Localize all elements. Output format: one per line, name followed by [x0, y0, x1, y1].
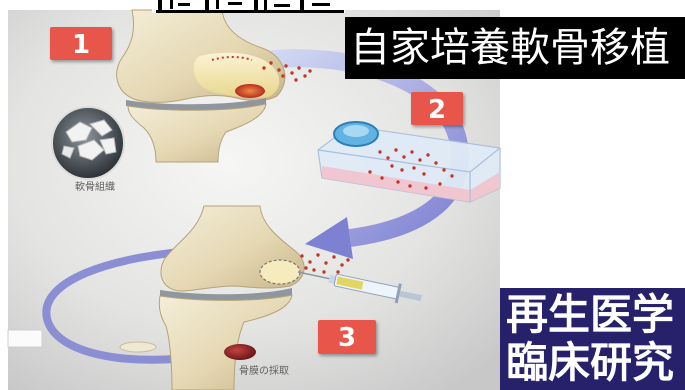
periosteum-harvest-label: 骨膜の採取 [239, 364, 289, 377]
title-overlay-text: 自家培養軟骨移植 [350, 25, 670, 71]
step-number-1: 1 [72, 30, 90, 60]
cell-dot [380, 176, 383, 179]
cropped-glyph-stroke [158, 0, 162, 10]
step-badge-3: 3 [318, 320, 376, 354]
cell-dot [426, 153, 429, 156]
cell-dot [400, 168, 403, 171]
cell-dot [412, 166, 415, 169]
cropped-glyph-stroke [205, 0, 209, 10]
cropped-glyph-stroke [264, 0, 267, 10]
cell-dot [378, 150, 381, 153]
title-overlay: 自家培養軟骨移植 [345, 17, 685, 79]
cell-dot [386, 156, 389, 159]
cell-dot [408, 184, 411, 187]
cell-dot [294, 78, 297, 81]
flask-cap-highlight [343, 125, 369, 137]
gauze-pad [8, 330, 42, 347]
periosteum-flap [120, 342, 156, 352]
cell-dot [418, 158, 421, 161]
cell-dot [394, 148, 397, 151]
cropped-heading-underline [156, 10, 344, 13]
cell-dot [442, 168, 445, 171]
cropped-glyph-stroke [178, 3, 190, 6]
cartilage-tissue-label: 軟骨組織 [75, 180, 115, 193]
step-number-2: 2 [428, 95, 446, 125]
cell-dot [303, 74, 306, 77]
cell-dot [390, 164, 393, 167]
cell-dot [281, 74, 284, 77]
cell-dot [284, 64, 287, 67]
cell-dot [308, 69, 311, 72]
research-badge: 再生医学 臨床研究 [500, 288, 685, 390]
cell-dot [450, 174, 453, 177]
cell-dot [434, 161, 437, 164]
cell-dot [300, 254, 303, 257]
cropped-glyph-stroke [216, 0, 219, 9]
cell-dot [262, 66, 265, 69]
cell-dot [312, 268, 315, 271]
cropped-glyph-stroke [254, 0, 258, 10]
implant-site-patch [260, 260, 300, 284]
cartilage-defect [235, 84, 265, 98]
cropped-glyph-stroke [274, 4, 290, 7]
cell-dot [269, 61, 272, 64]
cropped-glyph-stroke [300, 0, 304, 10]
research-badge-line-1: 再生医学 [506, 291, 685, 339]
cropped-glyph-stroke [170, 0, 173, 9]
research-badge-line-2: 臨床研究 [506, 339, 685, 387]
cell-dot [340, 263, 343, 266]
step-badge-1: 1 [50, 27, 112, 60]
cell-dot [308, 260, 311, 263]
cell-dot [346, 258, 349, 261]
periosteum-harvest-site [224, 344, 256, 360]
cell-dot [368, 170, 371, 173]
cell-dot [332, 255, 335, 258]
cell-dot [396, 180, 399, 183]
cell-dot [322, 270, 325, 273]
step-number-3: 3 [338, 323, 356, 353]
cropped-glyph-stroke [312, 3, 330, 6]
cropped-heading [152, 0, 345, 13]
cell-dot [297, 66, 300, 69]
cell-dot [422, 172, 425, 175]
cell-dot [336, 270, 339, 273]
cell-dot [277, 68, 280, 71]
cell-dot [290, 71, 293, 74]
cell-dot [316, 253, 319, 256]
cell-dot [324, 261, 327, 264]
cell-dot [402, 155, 405, 158]
cropped-glyph-stroke [228, 2, 242, 5]
cartilage-sample [52, 107, 124, 179]
cell-dot [304, 266, 307, 269]
cell-dot [410, 150, 413, 153]
cell-dot [424, 186, 427, 189]
step-badge-2: 2 [411, 92, 463, 125]
cell-dot [438, 182, 441, 185]
